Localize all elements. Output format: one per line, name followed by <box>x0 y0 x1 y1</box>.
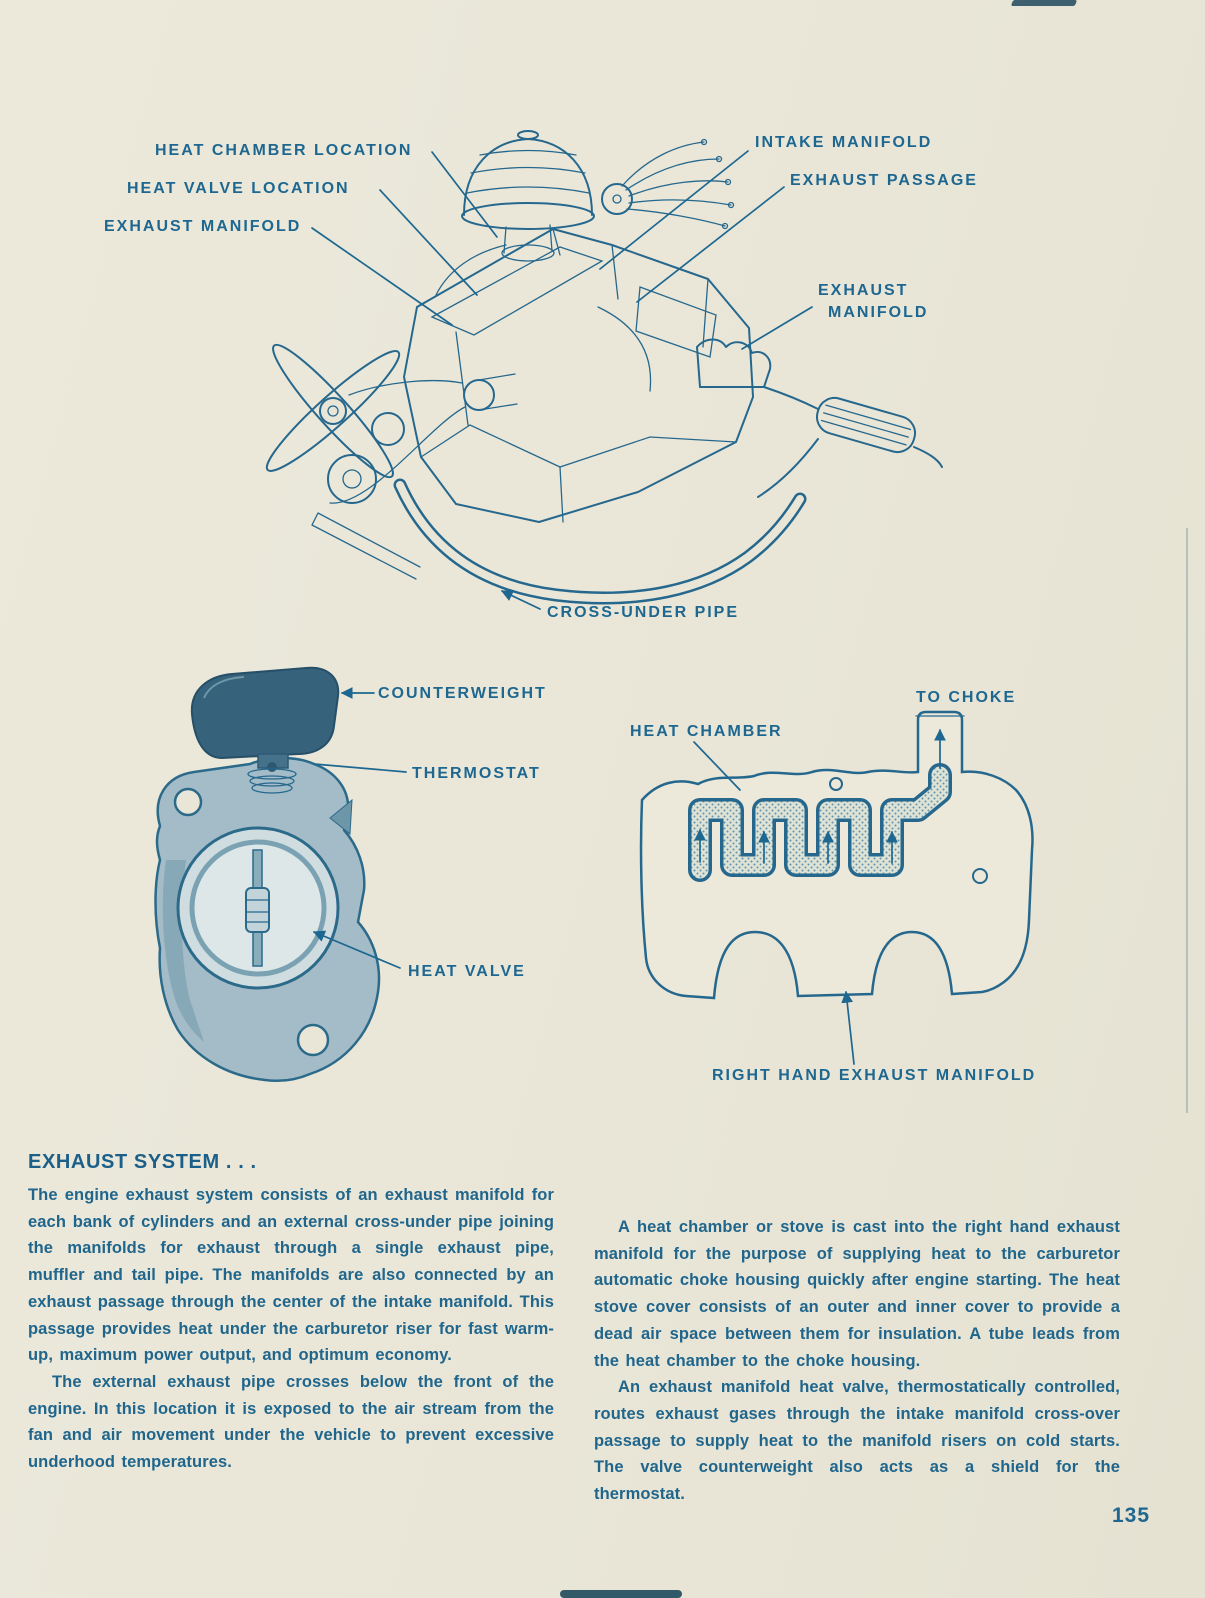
label-right-hand-exhaust-manifold: RIGHT HAND EXHAUST MANIFOLD <box>712 1067 1036 1084</box>
label-intake-manifold: INTAKE MANIFOLD <box>755 134 932 151</box>
heat-valve-art <box>154 666 381 1082</box>
label-to-choke: TO CHOKE <box>916 689 1016 706</box>
label-heat-chamber-location: HEAT CHAMBER LOCATION <box>155 142 412 159</box>
page-number: 135 <box>1112 1504 1151 1527</box>
label-heat-valve-location: HEAT VALVE LOCATION <box>127 180 350 197</box>
figure-heat-valve: COUNTERWEIGHT THERMOSTAT HEAT VALVE <box>154 666 547 1082</box>
paragraph: An exhaust manifold heat valve, thermost… <box>594 1378 1120 1504</box>
text-column-right: A heat chamber or stove is cast into the… <box>594 1182 1120 1508</box>
figure-engine-diagram: HEAT CHAMBER LOCATION HEAT VALVE LOCATIO… <box>104 130 978 621</box>
engine-art <box>265 130 943 605</box>
label-counterweight: COUNTERWEIGHT <box>378 685 547 702</box>
heat-valve-leader-lines <box>312 687 407 969</box>
figure-manifold-heat-chamber: HEAT CHAMBER TO CHOKE RIGHT HAND EXHAUST… <box>630 689 1036 1084</box>
article: EXHAUST SYSTEM . . . The engine exhaust … <box>28 1150 1120 1508</box>
text-column-left: The engine exhaust system consists of an… <box>28 1182 554 1508</box>
engine-leader-lines <box>311 150 813 610</box>
label-heat-valve: HEAT VALVE <box>408 963 526 980</box>
section-heading: EXHAUST SYSTEM . . . <box>28 1151 257 1173</box>
manifold-art <box>639 710 1034 1000</box>
paragraph: A heat chamber or stove is cast into the… <box>594 1218 1120 1370</box>
label-thermostat: THERMOSTAT <box>412 765 541 782</box>
label-heat-chamber: HEAT CHAMBER <box>630 723 783 740</box>
scan-edge-line <box>1186 528 1188 1113</box>
label-cross-under-pipe: CROSS-UNDER PIPE <box>547 604 739 621</box>
scan-artifact-top <box>1010 0 1078 6</box>
paragraph: The engine exhaust system consists of an… <box>28 1186 554 1365</box>
paragraph: The external exhaust pipe crosses below … <box>28 1373 554 1472</box>
manifold-leader-lines <box>693 741 855 1065</box>
label-exhaust-passage: EXHAUST PASSAGE <box>790 172 978 189</box>
label-exhaust-manifold-left: EXHAUST MANIFOLD <box>104 218 301 235</box>
scan-artifact-bottom <box>560 1590 682 1598</box>
label-exhaust-manifold-right-line2: MANIFOLD <box>828 304 928 321</box>
label-exhaust-manifold-right-line1: EXHAUST <box>818 282 908 299</box>
